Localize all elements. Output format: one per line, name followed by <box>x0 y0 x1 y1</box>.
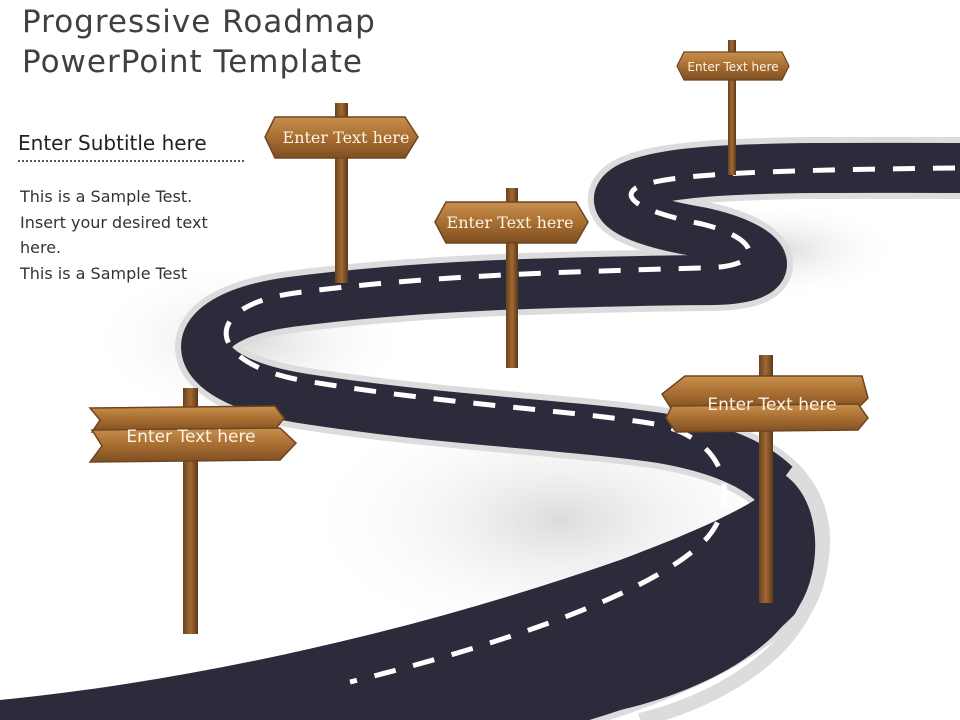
body-line: This is a Sample Test <box>20 261 250 287</box>
slide-title-line: Progressive Roadmap <box>22 2 376 42</box>
body-line: here. <box>20 235 250 261</box>
sign-label[interactable]: Enter Text here <box>126 427 255 447</box>
body-line: Insert your desired text <box>20 210 250 236</box>
signpost-2: Enter Text here <box>265 103 418 283</box>
sign-label[interactable]: Enter Text here <box>447 213 574 232</box>
sign-label[interactable]: Enter Text here <box>687 60 778 74</box>
slide-title-line: PowerPoint Template <box>22 42 376 82</box>
body-line: This is a Sample Test. <box>20 184 250 210</box>
sign-label[interactable]: Enter Text here <box>283 128 410 147</box>
slide-subtitle[interactable]: Enter Subtitle here <box>18 131 244 162</box>
sign-label[interactable]: Enter Text here <box>707 395 836 415</box>
slide-body-text[interactable]: This is a Sample Test. Insert your desir… <box>20 184 250 286</box>
signpost-1: Enter Text here <box>90 388 296 634</box>
slide-title[interactable]: Progressive Roadmap PowerPoint Template <box>22 2 376 82</box>
